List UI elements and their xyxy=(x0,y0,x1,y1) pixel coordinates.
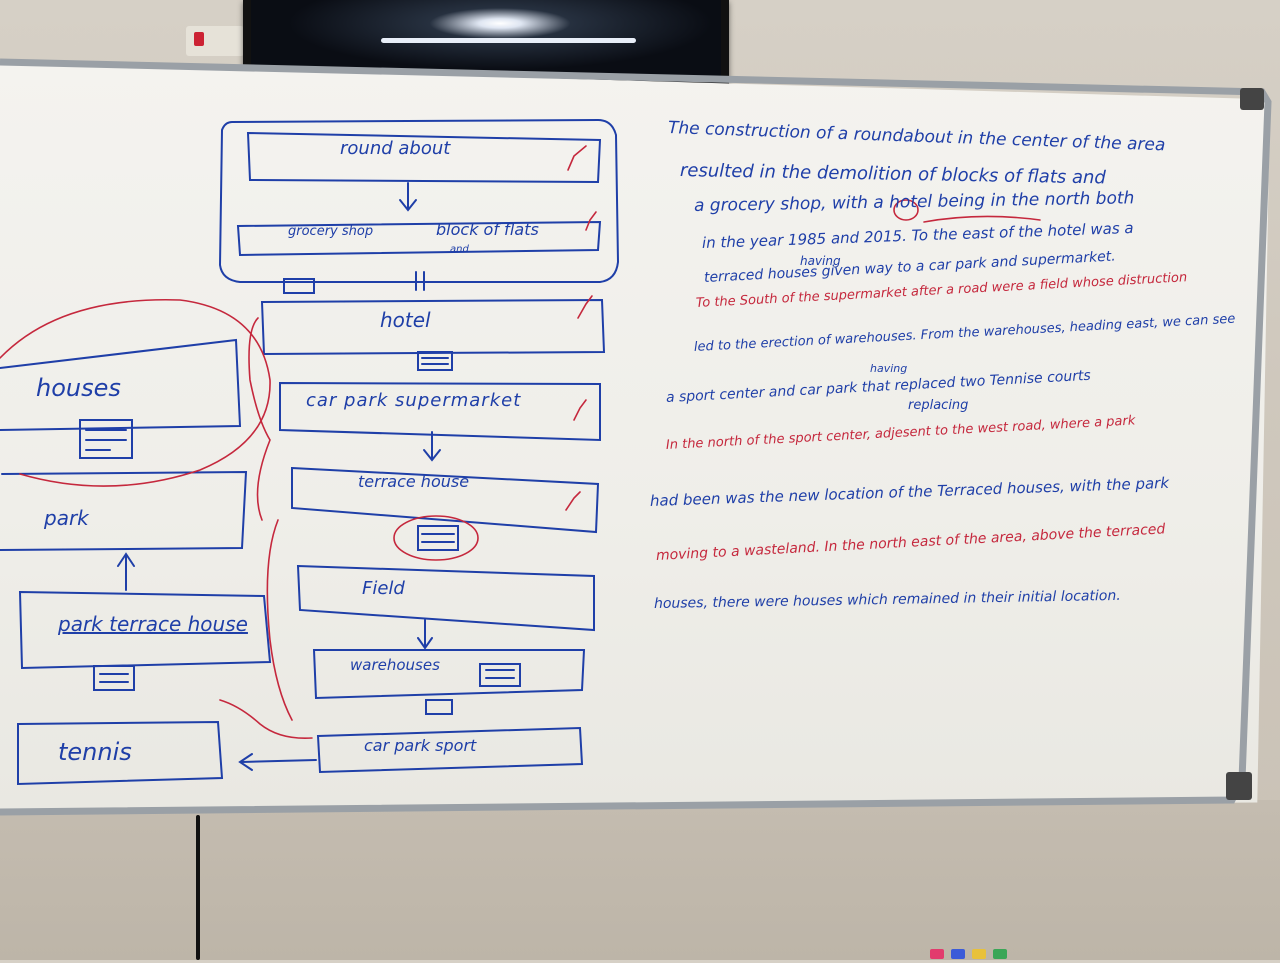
warehouses-label: warehouses xyxy=(350,656,440,674)
roundabout-label: round about xyxy=(340,138,451,159)
field-label: Field xyxy=(362,578,405,599)
block-of-flats-label: block of flats xyxy=(436,220,539,239)
essay-line-8-insert: having xyxy=(870,362,908,375)
houses-label: houses xyxy=(36,374,121,402)
car-park-sport-label: car park sport xyxy=(364,736,477,755)
and-note: and xyxy=(450,244,469,255)
power-strip xyxy=(186,26,244,56)
check-mark-icon xyxy=(567,145,587,171)
marker-tray xyxy=(930,944,1009,963)
marker[interactable] xyxy=(930,949,944,959)
grocery-shop-label: grocery shop xyxy=(288,224,374,239)
car-park-supermarket-label: car park supermarket xyxy=(306,390,522,411)
essay-line-5-insert: having xyxy=(800,254,841,268)
park-label: park xyxy=(44,506,89,530)
park-terrace-house-label: park terrace house xyxy=(58,612,248,636)
marker[interactable] xyxy=(951,949,966,959)
tennis-label: tennis xyxy=(58,738,132,766)
essay-line-8b: replacing xyxy=(908,398,969,413)
hotel-label: hotel xyxy=(380,308,431,332)
marker[interactable] xyxy=(993,949,1008,959)
flowchart-group-outline xyxy=(218,118,620,283)
wall xyxy=(0,800,1280,960)
screen-glare xyxy=(381,38,636,43)
power-switch-icon xyxy=(194,32,204,46)
power-cable xyxy=(196,815,200,960)
marker[interactable] xyxy=(972,949,987,959)
terrace-house-label: terrace house xyxy=(358,472,470,491)
